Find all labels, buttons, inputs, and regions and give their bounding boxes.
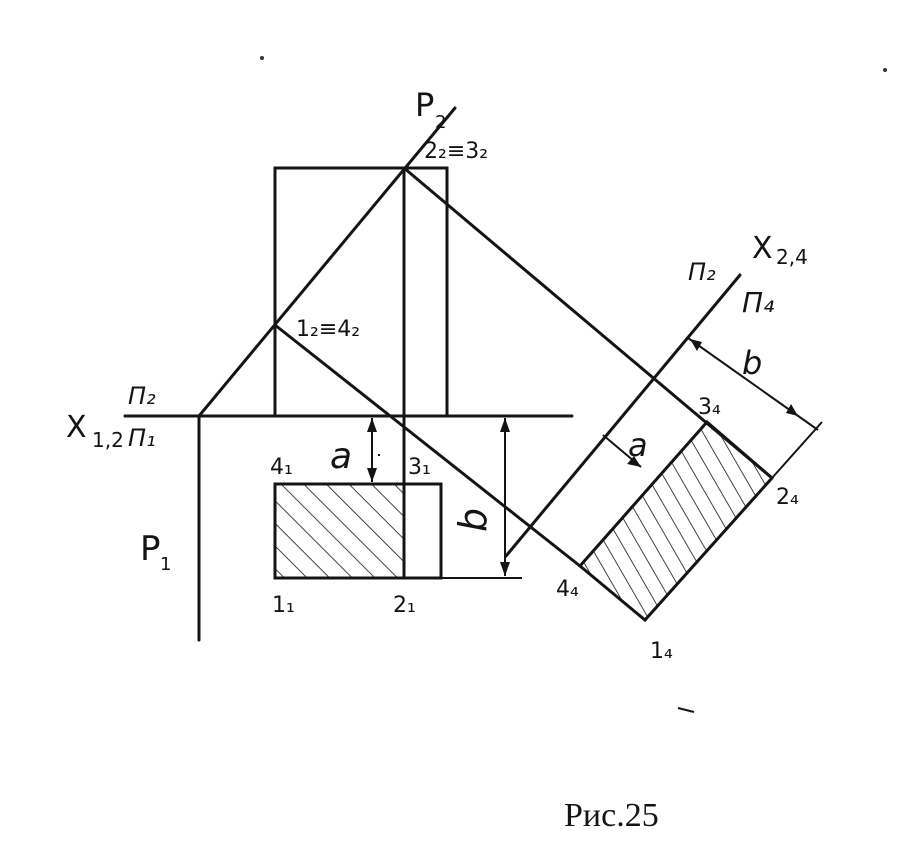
label-pi2-axis1: П₂ xyxy=(128,382,156,410)
label-dim-a-left: a xyxy=(330,436,352,477)
label-point-1-1: 1₁ xyxy=(272,593,295,618)
dim-a-left-arrow-top xyxy=(367,418,377,432)
label-point-3-1: 3₁ xyxy=(408,455,431,480)
label-x12-sub: 1,2 xyxy=(92,428,124,452)
label-x12: X xyxy=(66,410,87,445)
top-view-open-rect xyxy=(402,482,443,580)
label-point-4-1: 4₁ xyxy=(270,455,293,480)
new-view-hatched-rect xyxy=(577,419,775,623)
dim-b-left-arrow-bottom xyxy=(500,562,510,576)
dim-b-right-arrow-bottom xyxy=(786,404,798,416)
label-point-2-4: 2₄ xyxy=(776,485,799,510)
label-p2-sub: 2 xyxy=(435,112,446,133)
axis-x24 xyxy=(504,273,742,558)
label-p1-sub: 1 xyxy=(160,554,171,575)
label-pi4-axis2: П₄ xyxy=(742,286,774,319)
trace-p2 xyxy=(197,106,457,418)
label-p1: P xyxy=(140,529,161,569)
label-point-1-4: 1₄ xyxy=(650,639,673,664)
top-view-hatched-rect xyxy=(273,482,406,580)
front-view-rect xyxy=(273,166,449,418)
label-point-1-2-4-2: 1₂≡4₂ xyxy=(296,317,360,342)
label-point-2-1: 2₁ xyxy=(393,593,416,618)
dim-a-left-arrow-bottom xyxy=(367,468,377,482)
speck xyxy=(883,68,887,72)
label-pi1-axis1: П₁ xyxy=(128,424,156,452)
label-x24: X xyxy=(752,231,773,266)
label-dim-b-left: b xyxy=(451,508,495,532)
label-pi2-axis2: П₂ xyxy=(688,258,716,286)
label-point-4-4: 4₄ xyxy=(556,577,579,602)
dim-b-right-ext xyxy=(771,421,823,479)
figure-caption: Рис.25 xyxy=(564,797,659,834)
projection-line-1 xyxy=(273,323,582,568)
label-dim-a-right: a xyxy=(628,426,648,464)
label-dim-b-right: b xyxy=(742,344,762,382)
label-p2: P xyxy=(415,86,434,124)
dim-a-right-arrow xyxy=(627,456,641,467)
label-point-2-2-3-2: 2₂≡3₂ xyxy=(424,139,488,164)
speck-dash xyxy=(677,707,695,713)
dim-b-left-arrow-top xyxy=(500,418,510,432)
label-x24-sub: 2,4 xyxy=(776,245,808,269)
dim-b-right-arrow-top xyxy=(690,339,702,351)
label-point-3-4: 3₄ xyxy=(698,395,721,420)
speck xyxy=(260,56,264,60)
